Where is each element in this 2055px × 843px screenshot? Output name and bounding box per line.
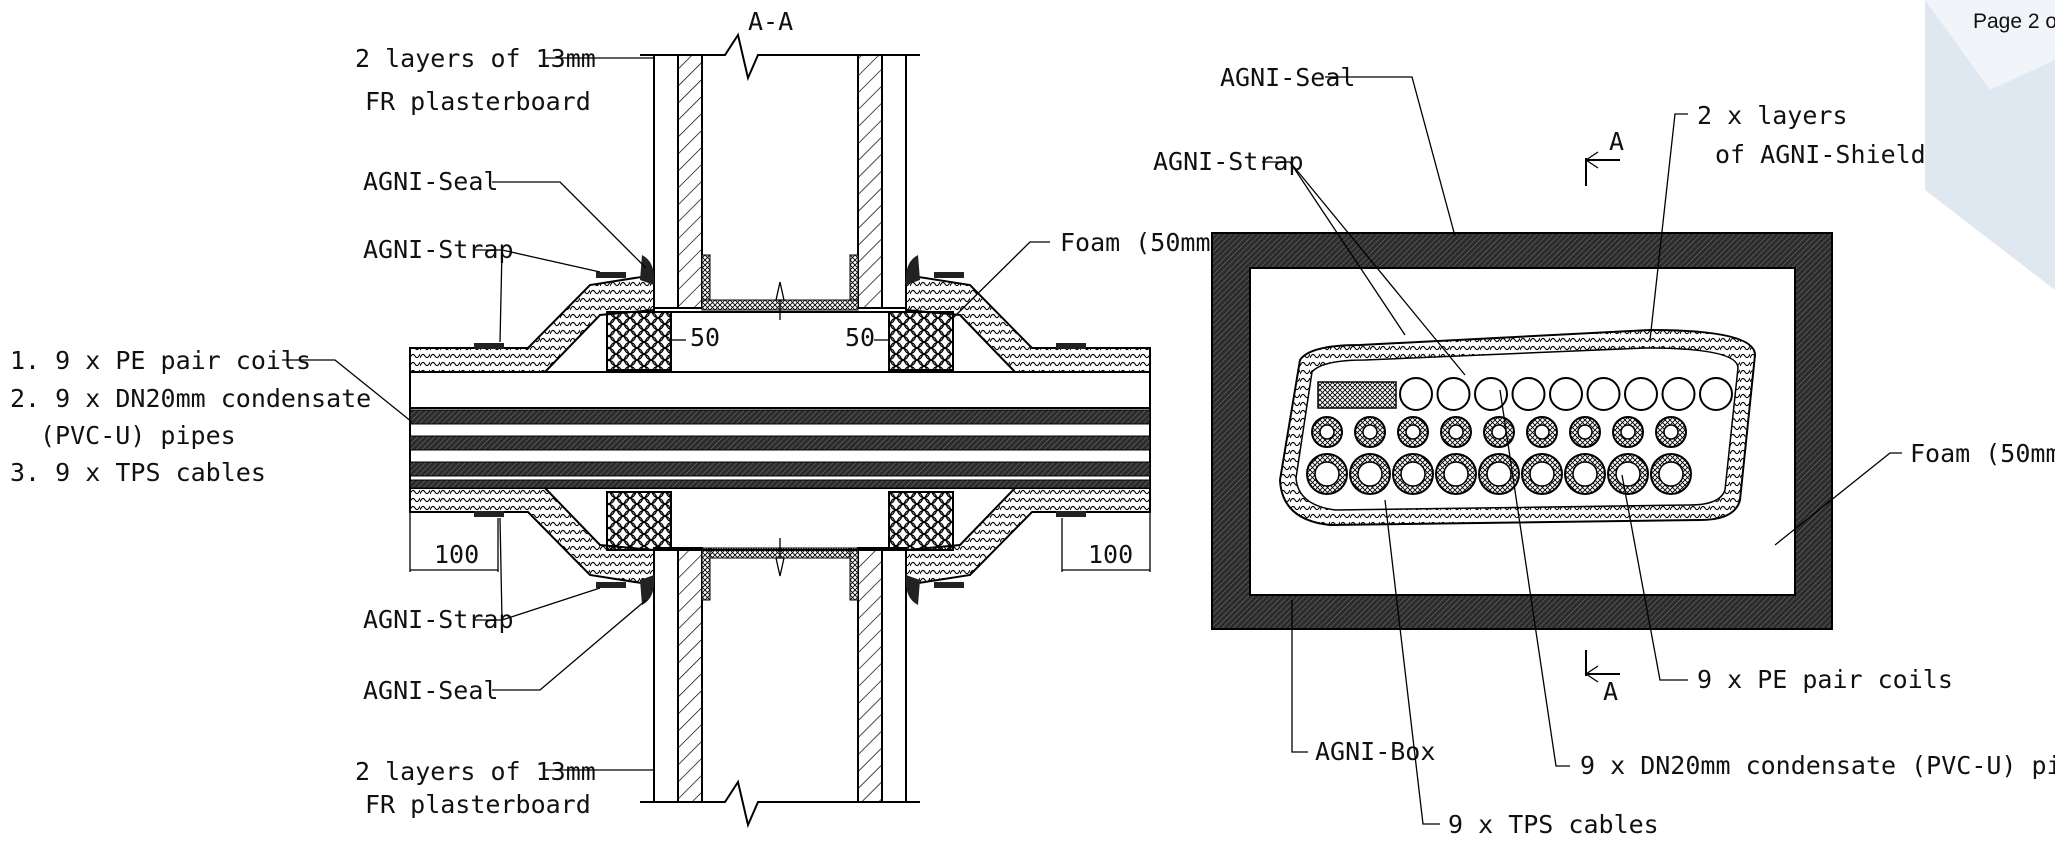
label-board-top-2: FR plasterboard xyxy=(365,87,591,116)
tps-cable-core xyxy=(1400,461,1426,487)
label-services-3: 3. 9 x TPS cables xyxy=(10,458,266,487)
pvc-pipe xyxy=(1474,377,1508,411)
label-shield-1: 2 x layers xyxy=(1697,101,1848,130)
pe-pair-coil-core xyxy=(1491,424,1507,440)
tps-cable-core xyxy=(1443,461,1469,487)
section-view: A-A xyxy=(10,7,1226,829)
pe-pair-coil-core xyxy=(1620,424,1636,440)
section-mark-top: A xyxy=(1609,127,1624,156)
break-line-top xyxy=(640,32,920,82)
pe-coil-block xyxy=(1317,381,1397,409)
label-services-1: 1. 9 x PE pair coils xyxy=(10,346,311,375)
section-title: A-A xyxy=(748,7,793,36)
break-line-bottom xyxy=(640,779,920,829)
pvc-pipe xyxy=(1549,377,1583,411)
pe-pair-coil-core xyxy=(1405,424,1421,440)
pvc-pipe xyxy=(1586,377,1621,411)
tps-cable-core xyxy=(1486,461,1512,487)
pvc-pipe xyxy=(1511,377,1546,411)
dimension-100-left: 100 xyxy=(434,540,479,569)
pe-pair-coil-core xyxy=(1362,424,1378,440)
seal-bead-top-left xyxy=(640,255,655,285)
pe-pair-coil-core xyxy=(1663,424,1679,440)
tps-cable-core xyxy=(1658,461,1684,487)
foam-block-top-right xyxy=(888,311,954,371)
dimension-100-right: 100 xyxy=(1088,540,1133,569)
dimension-left: 50 xyxy=(690,323,720,352)
services-bundle xyxy=(409,371,1151,489)
label-shield-2: of AGNI-Shield xyxy=(1715,140,1926,169)
label-pvc-pipes: 9 x DN20mm condensate (PVC-U) pipes xyxy=(1580,751,2055,780)
pvc-pipe xyxy=(1661,377,1696,411)
label-board-bottom-1: 2 layers of 13mm xyxy=(355,757,596,786)
label-services-2b: (PVC-U) pipes xyxy=(40,421,236,450)
pe-pair-coil-core xyxy=(1577,424,1593,440)
foam-block-bottom-right xyxy=(888,491,954,551)
pe-pair-coil-core xyxy=(1319,424,1335,440)
section-mark-bottom: A xyxy=(1603,677,1618,706)
pvc-pipe xyxy=(1399,377,1433,411)
pe-pair-coil-core xyxy=(1534,424,1550,440)
label-tps-cables: 9 x TPS cables xyxy=(1448,810,1659,839)
dimension-right: 50 xyxy=(845,323,875,352)
elevation-view: A A AGNI-Seal AGNI-Strap 2 x layers of A… xyxy=(1153,63,2055,839)
tps-cable-core xyxy=(1572,461,1598,487)
label-seal-bottom: AGNI-Seal xyxy=(363,676,498,705)
tps-cable-core xyxy=(1357,461,1383,487)
page-number: Page 2 o xyxy=(1973,10,2055,33)
pe-pair-coil-core xyxy=(1448,424,1464,440)
label-foam-elev: Foam (50mm) xyxy=(1910,439,2055,468)
label-seal-top: AGNI-Seal xyxy=(363,167,498,196)
elevation-services xyxy=(1306,377,1733,495)
page-corner-decoration xyxy=(1925,0,2055,290)
label-pe-coils: 9 x PE pair coils xyxy=(1697,665,1953,694)
foam-block-bottom-left xyxy=(606,491,672,551)
label-services-2: 2. 9 x DN20mm condensate xyxy=(10,384,371,413)
tps-cable-core xyxy=(1615,461,1641,487)
foam-block-top-left xyxy=(606,311,672,371)
left-wall xyxy=(653,54,703,803)
label-board-bottom-2: FR plasterboard xyxy=(365,790,591,819)
pvc-pipe xyxy=(1624,377,1658,411)
pvc-pipe xyxy=(1436,377,1471,411)
tps-cable-core xyxy=(1529,461,1555,487)
pvc-pipe xyxy=(1699,377,1733,411)
label-foam-section: Foam (50mm) xyxy=(1060,228,1226,257)
label-agni-box: AGNI-Box xyxy=(1315,737,1435,766)
tps-cable-core xyxy=(1314,461,1340,487)
